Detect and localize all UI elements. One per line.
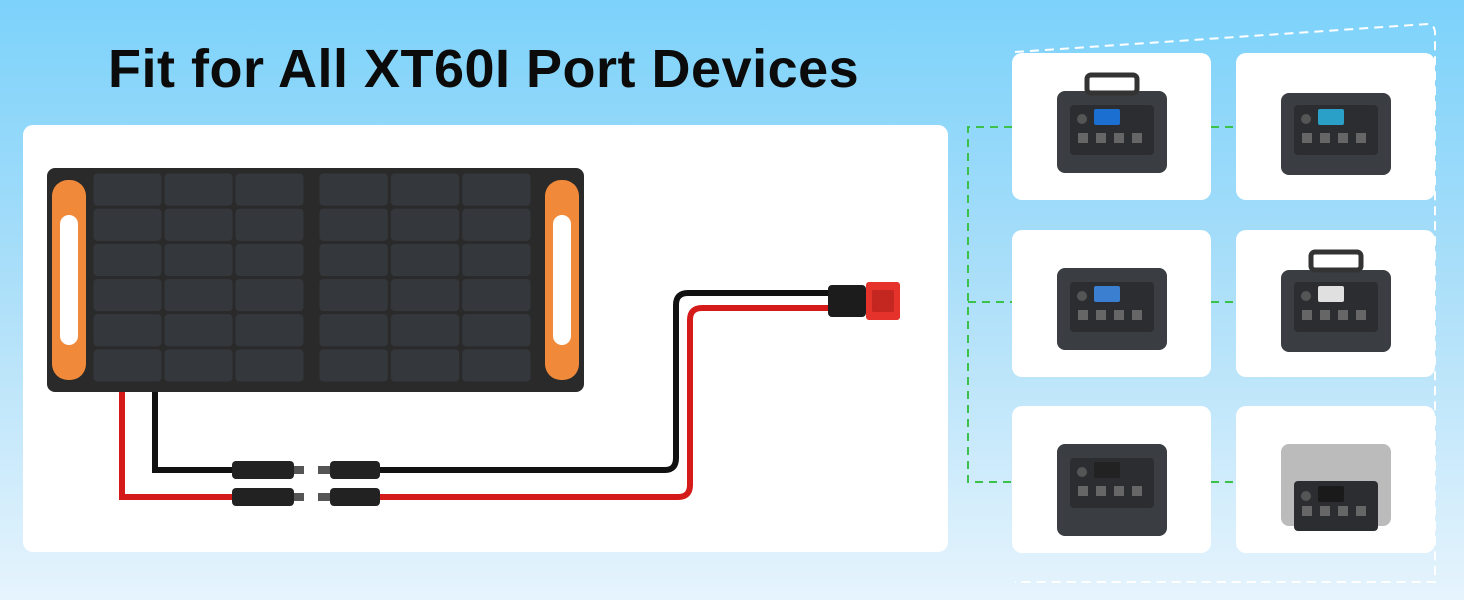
solar-cell [235,279,304,312]
power-station-1-image [1057,72,1167,173]
power-station-4-image [1281,249,1391,352]
xt60-connector [828,282,900,320]
mc4-connector-black-female [318,461,380,479]
solar-cell [390,349,460,382]
solar-cell [462,314,531,347]
device-card-1 [1012,53,1211,200]
solar-cell [93,173,162,206]
black-cable-out [378,290,830,473]
solar-cell [319,208,388,241]
solar-cell [235,349,304,382]
solar-cell [164,243,233,276]
mc4-connector-red-male [232,488,304,506]
solar-cell [93,243,162,276]
solar-cell [390,314,460,347]
page-title: Fit for All XT60I Port Devices [108,39,860,99]
solar-cell [462,173,531,206]
device-card-3 [1012,230,1211,377]
solar-cell [319,173,388,206]
solar-cell [93,349,162,382]
solar-cell [390,173,460,206]
solar-cell [462,279,531,312]
solar-cell [319,243,388,276]
solar-cell [235,173,304,206]
solar-cell [462,349,531,382]
connector-lines [967,126,1236,483]
solar-cell [93,314,162,347]
solar-cell [164,173,233,206]
device-card-2 [1236,53,1435,200]
power-station-2-image [1281,93,1391,175]
mc4-connector-black-male [232,461,304,479]
solar-cell [462,243,531,276]
solar-cell [390,279,460,312]
solar-cell [235,208,304,241]
solar-cell [319,349,388,382]
red-cable-out [378,305,830,500]
solar-cell [235,314,304,347]
black-cable [152,392,235,473]
power-station-5-image [1057,444,1167,536]
device-group-outline [1014,22,1436,583]
solar-cell [319,314,388,347]
solar-cell [319,279,388,312]
solar-cell [164,279,233,312]
solar-cell [93,279,162,312]
red-cable [119,392,235,500]
power-station-6-image [1281,444,1391,531]
solar-cell [390,243,460,276]
solar-cell [93,208,162,241]
device-card-5 [1012,406,1211,553]
power-station-3-image [1057,268,1167,350]
solar-cell [390,208,460,241]
solar-panel [47,168,584,392]
solar-cell [235,243,304,276]
solar-cell [164,349,233,382]
device-card-6 [1236,406,1435,553]
solar-cell [462,208,531,241]
device-card-4 [1236,230,1435,377]
mc4-connector-red-female [318,488,380,506]
solar-cells [93,173,531,382]
solar-cell [164,314,233,347]
solar-cell [164,208,233,241]
